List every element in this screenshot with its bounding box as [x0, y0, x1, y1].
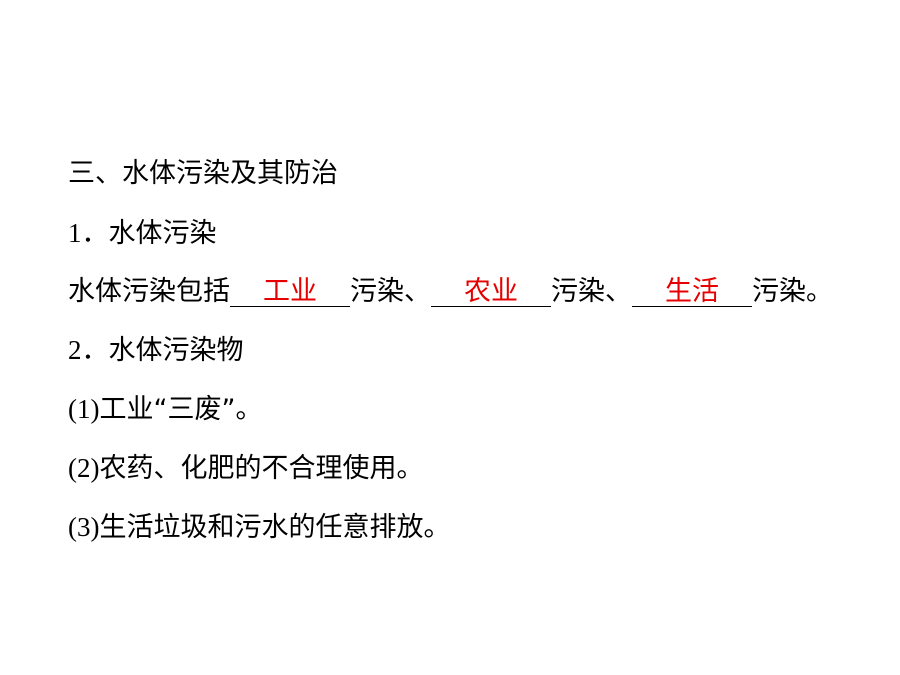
item-number: (1)	[68, 394, 100, 424]
sentence-mid-2: 污染、	[551, 276, 632, 307]
item-number: (3)	[68, 512, 100, 542]
list-item: (2)农药、化肥的不合理使用。	[68, 451, 423, 486]
item-number: (2)	[68, 453, 100, 483]
item-text: 生活垃圾和污水的任意排放。	[99, 512, 451, 543]
list-item: (1)工业“三废”。	[68, 392, 262, 427]
heading-water-pollution: 1．水体污染	[68, 216, 217, 251]
heading-text: 水体污染物	[108, 335, 244, 366]
sentence-prefix: 水体污染包括	[68, 276, 230, 307]
answer-industrial: 工业	[263, 276, 317, 307]
blank-domestic: 生活	[632, 278, 752, 307]
sentence-suffix: 污染。	[752, 276, 833, 307]
fill-in-sentence: 水体污染包括 工业 污染、 农业 污染、 生活 污染。	[68, 275, 833, 309]
item-text-before: 工业	[99, 394, 154, 425]
section-title-text: 三、水体污染及其防治	[68, 158, 338, 189]
blank-industrial: 工业	[230, 278, 350, 307]
answer-agricultural: 农业	[464, 276, 518, 307]
item-quote: “三废”	[153, 394, 236, 425]
blank-agricultural: 农业	[431, 278, 551, 307]
section-title: 三、水体污染及其防治	[68, 157, 338, 191]
heading-number: 1．	[68, 218, 109, 248]
item-text: 农药、化肥的不合理使用。	[99, 453, 424, 484]
answer-domestic: 生活	[665, 276, 719, 307]
heading-pollutants: 2．水体污染物	[68, 333, 244, 368]
heading-number: 2．	[68, 335, 109, 365]
heading-text: 水体污染	[108, 218, 217, 249]
list-item: (3)生活垃圾和污水的任意排放。	[68, 510, 450, 545]
sentence-mid-1: 污染、	[350, 276, 431, 307]
item-text-after: 。	[235, 394, 263, 425]
